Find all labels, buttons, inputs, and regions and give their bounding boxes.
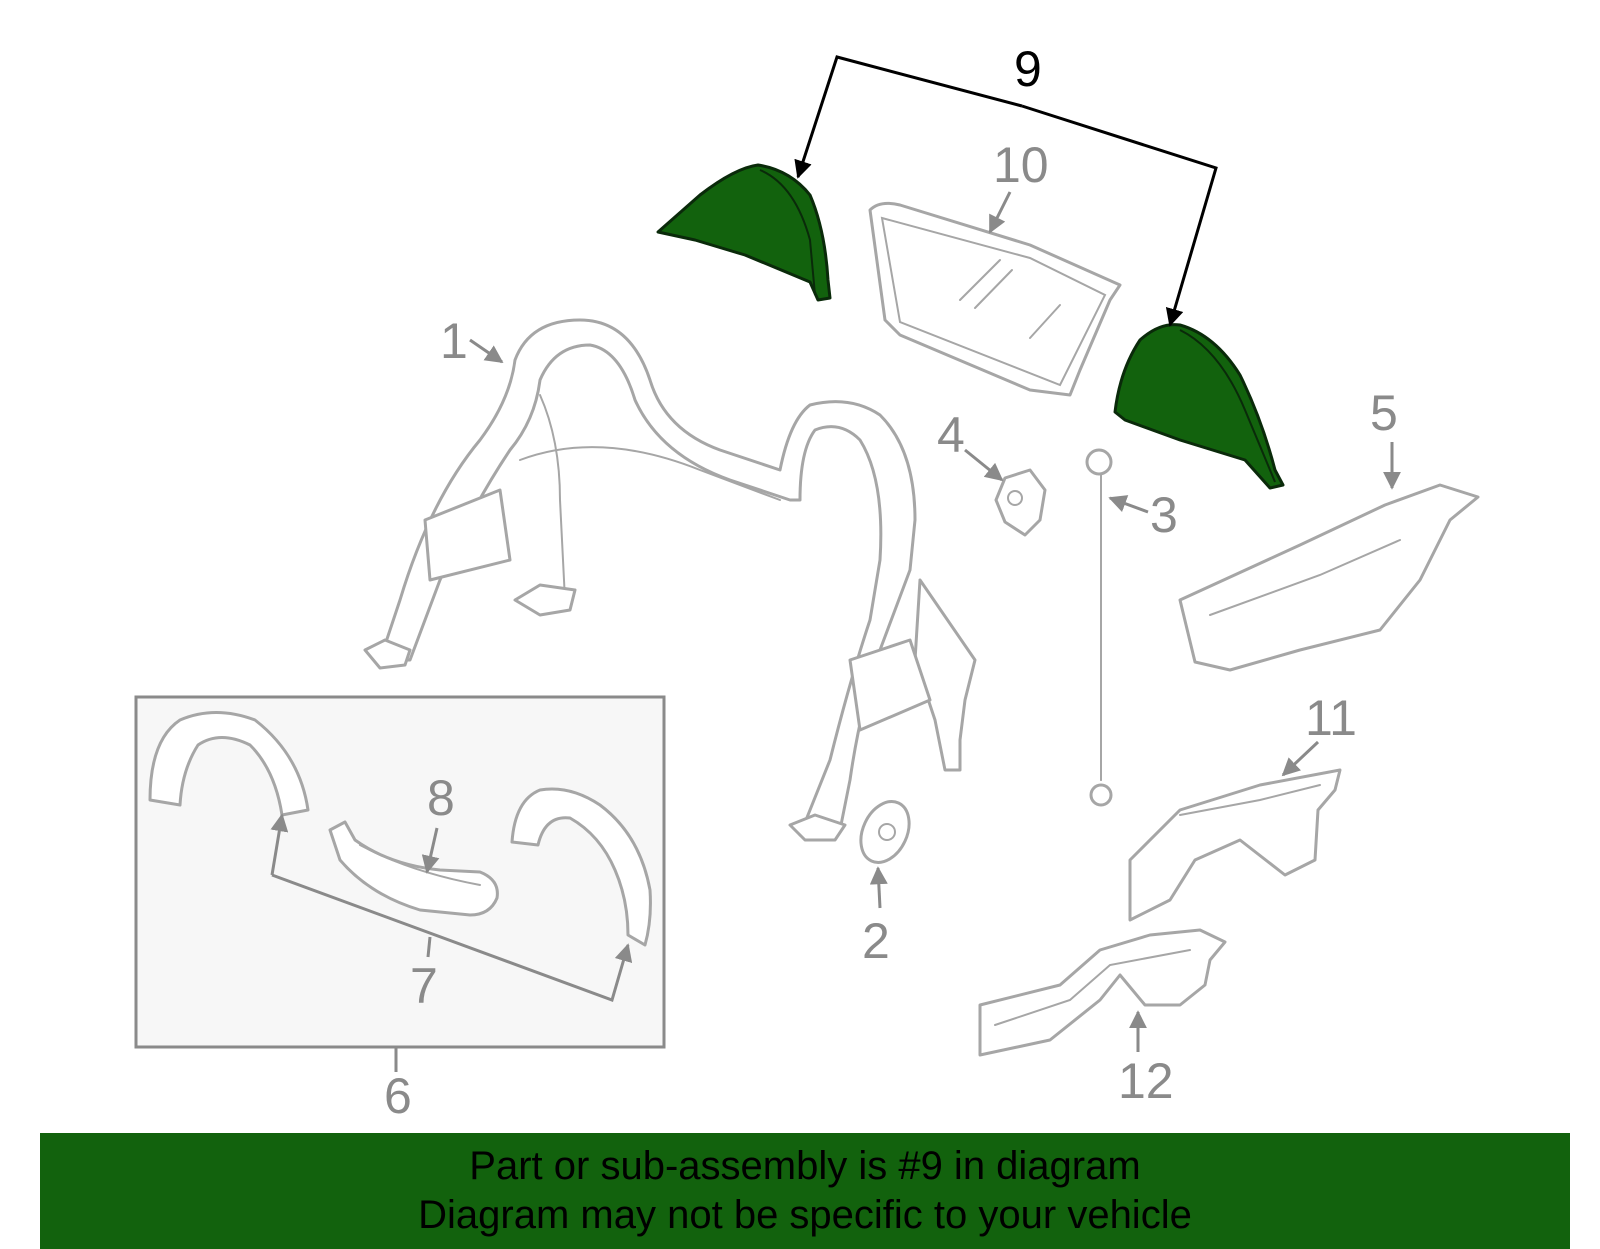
callout-9: 9	[1014, 41, 1042, 97]
callout-3: 3	[1150, 487, 1178, 543]
callout-4: 4	[937, 407, 965, 463]
part-2-grommet	[859, 800, 911, 864]
part-9-cover-left	[656, 163, 832, 302]
callout-7: 7	[410, 958, 438, 1014]
part-7-arch-right	[510, 787, 652, 947]
callout-1: 1	[440, 313, 468, 369]
callout-11: 11	[1305, 690, 1357, 746]
callout-2: 2	[862, 913, 890, 969]
part-1-roll-bar	[363, 318, 977, 842]
part-7-arch-left	[148, 711, 310, 817]
part-12-trim	[978, 928, 1227, 1057]
part-9-cover-right	[1113, 323, 1285, 490]
banner-line-1: Part or sub-assembly is #9 in diagram	[469, 1144, 1141, 1188]
part-11-trim	[1128, 768, 1342, 922]
part-4-bracket	[994, 468, 1047, 537]
banner-line-2: Diagram may not be specific to your vehi…	[418, 1193, 1192, 1237]
callout-12: 12	[1118, 1053, 1174, 1109]
callout-6: 6	[384, 1068, 412, 1124]
part-5-panel	[1178, 483, 1480, 672]
part-10-glass	[868, 201, 1122, 397]
part-8-handle	[328, 820, 499, 917]
callout-10: 10	[993, 137, 1049, 193]
callout-8: 8	[427, 770, 455, 826]
callout-5: 5	[1370, 385, 1398, 441]
part-3-rod	[1085, 448, 1113, 807]
info-banner: Part or sub-assembly is #9 in diagram Di…	[40, 1133, 1570, 1249]
